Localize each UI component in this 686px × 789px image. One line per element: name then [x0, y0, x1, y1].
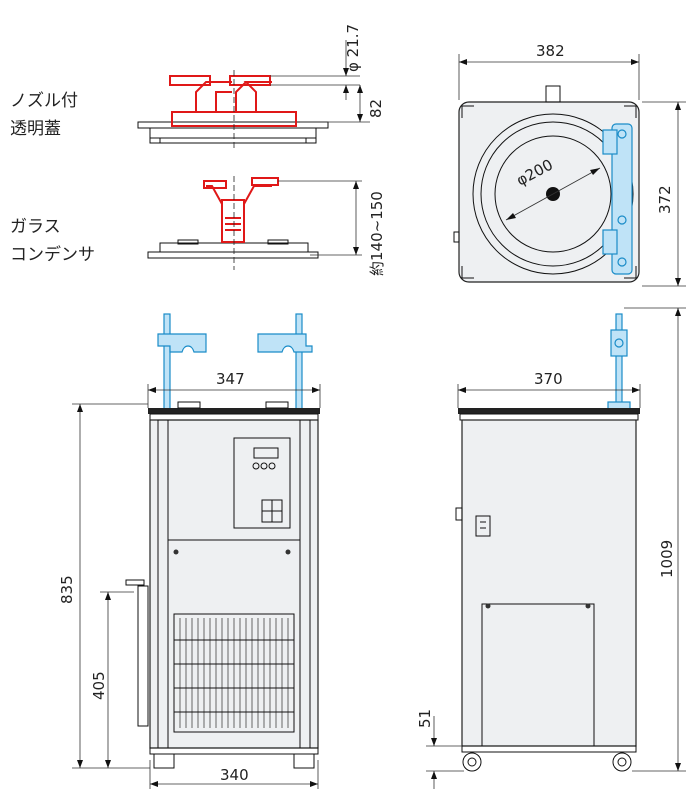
label-nozzle-lid-line1: ノズル付 — [10, 91, 78, 111]
dim-side-width: 370 — [534, 370, 563, 388]
dim-total-height: 1009 — [658, 540, 676, 578]
side-view-drawing: 370 1009 51 — [416, 307, 686, 789]
dim-drain-height: 405 — [90, 671, 108, 700]
dim-top-width: 382 — [536, 42, 565, 60]
dim-nozzle-height: 82 — [367, 99, 385, 118]
dim-caster-height: 51 — [416, 709, 434, 728]
nozzle-lid-drawing: φ 21.7 82 — [137, 24, 385, 148]
dim-clamp-span: 347 — [216, 370, 245, 388]
dim-top-depth: 372 — [656, 185, 674, 214]
label-glass-condenser-line1: ガラス — [10, 217, 61, 237]
dim-front-width: 340 — [220, 766, 249, 784]
front-grille — [173, 613, 295, 733]
dim-phi-nozzle: φ 21.7 — [344, 24, 362, 72]
dim-body-height: 835 — [58, 575, 76, 604]
top-view-drawing: φ200 382 372 — [453, 42, 686, 287]
label-glass-condenser-line2: コンデンサ — [10, 244, 95, 265]
glass-condenser-drawing: 約140~150 — [147, 176, 386, 276]
front-view-drawing: 347 — [58, 313, 321, 789]
label-nozzle-lid-line2: 透明蓋 — [10, 119, 61, 139]
dim-condenser-height: 約140~150 — [368, 191, 386, 276]
